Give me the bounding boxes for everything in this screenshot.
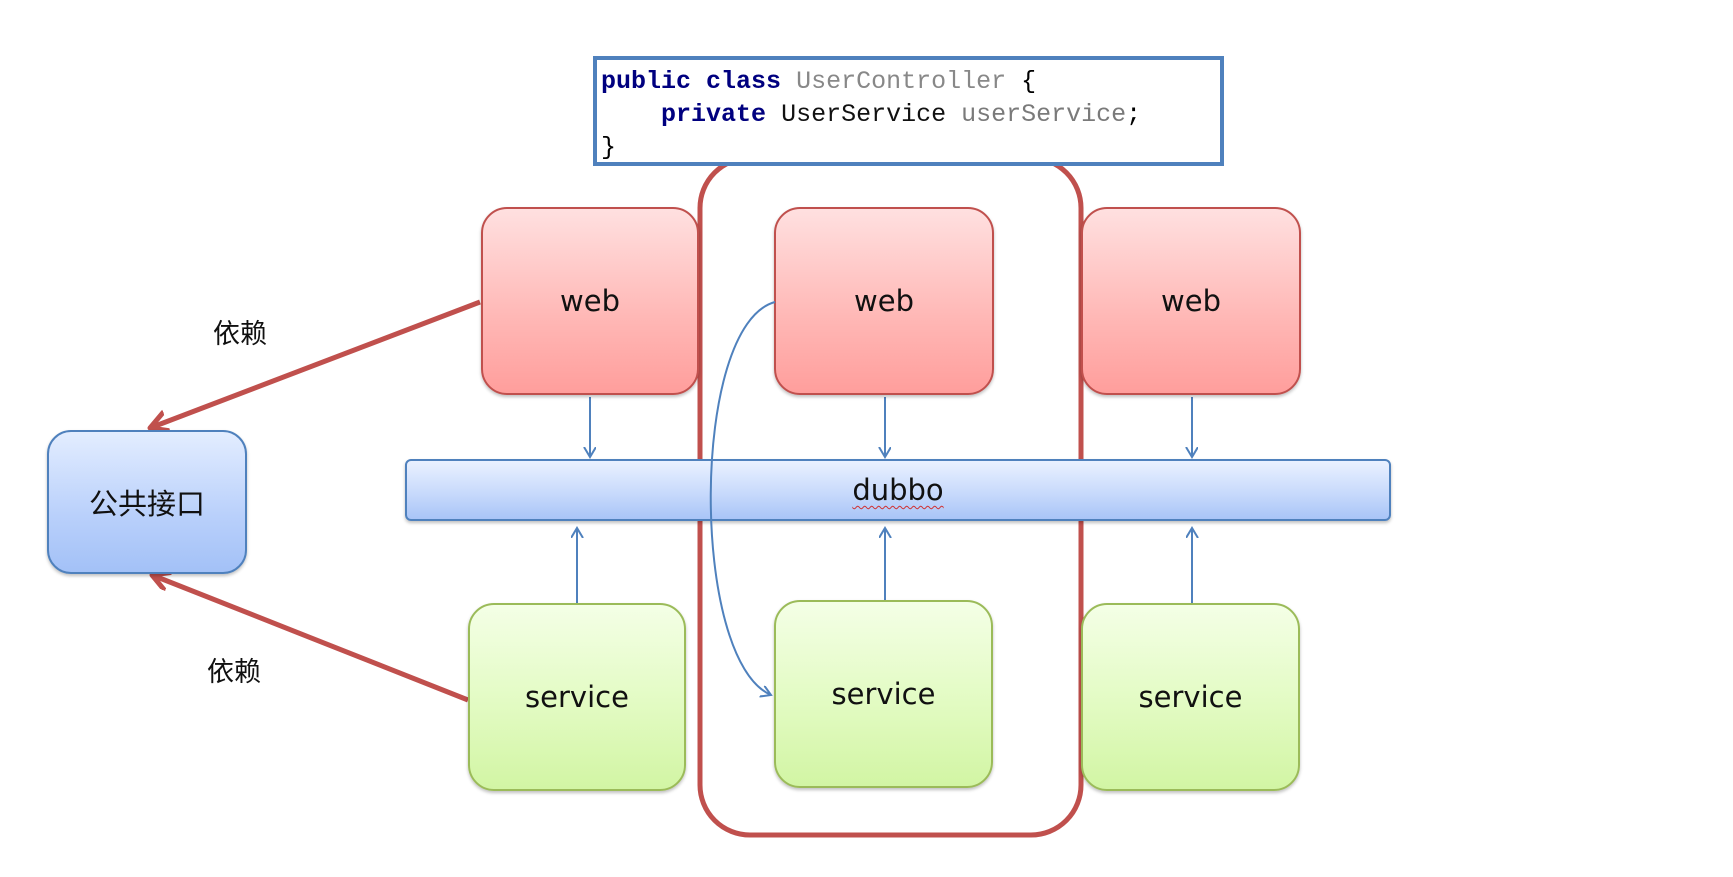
- code-semicolon: ;: [1126, 100, 1142, 129]
- web-node-3: web: [1081, 207, 1301, 395]
- web-node-label: web: [560, 284, 620, 318]
- web-node-1: web: [481, 207, 699, 395]
- dubbo-bus-label: dubbo: [852, 473, 944, 507]
- service-node-2: service: [774, 600, 993, 788]
- service-node-label: service: [831, 677, 936, 711]
- web-node-label: web: [1161, 284, 1221, 318]
- web-node-2: web: [774, 207, 994, 395]
- code-keyword-class: class: [706, 67, 782, 96]
- service-node-3: service: [1081, 603, 1300, 791]
- code-class-name: UserController: [796, 67, 1007, 96]
- service-node-label: service: [1138, 680, 1243, 714]
- service-node-1: service: [468, 603, 686, 791]
- dependency-arrow-service: [152, 575, 469, 703]
- dependency-label-bottom: 依赖: [207, 657, 261, 688]
- dependency-label-top: 依赖: [213, 319, 267, 350]
- shared-interface-label: 公共接口: [88, 487, 205, 521]
- dependency-arrow-web: [150, 299, 481, 428]
- code-keyword-private: private: [661, 100, 767, 129]
- web-node-label: web: [854, 284, 914, 318]
- code-field-name: userService: [961, 100, 1127, 129]
- code-open-brace: {: [1021, 67, 1037, 96]
- code-indent: [601, 100, 661, 129]
- shared-interface-node: 公共接口: [47, 430, 247, 574]
- code-snippet: public class UserController { private Us…: [593, 56, 1224, 166]
- service-node-label: service: [525, 680, 629, 714]
- code-line-class-declaration: public class UserController {: [601, 65, 1220, 98]
- code-type-name: UserService: [781, 100, 947, 129]
- code-line-field-declaration: private UserService userService;: [601, 98, 1220, 131]
- code-keyword-public: public: [601, 67, 692, 96]
- dubbo-bus: dubbo: [405, 459, 1391, 521]
- code-close-brace: }: [601, 133, 617, 162]
- code-line-close: }: [601, 131, 1220, 164]
